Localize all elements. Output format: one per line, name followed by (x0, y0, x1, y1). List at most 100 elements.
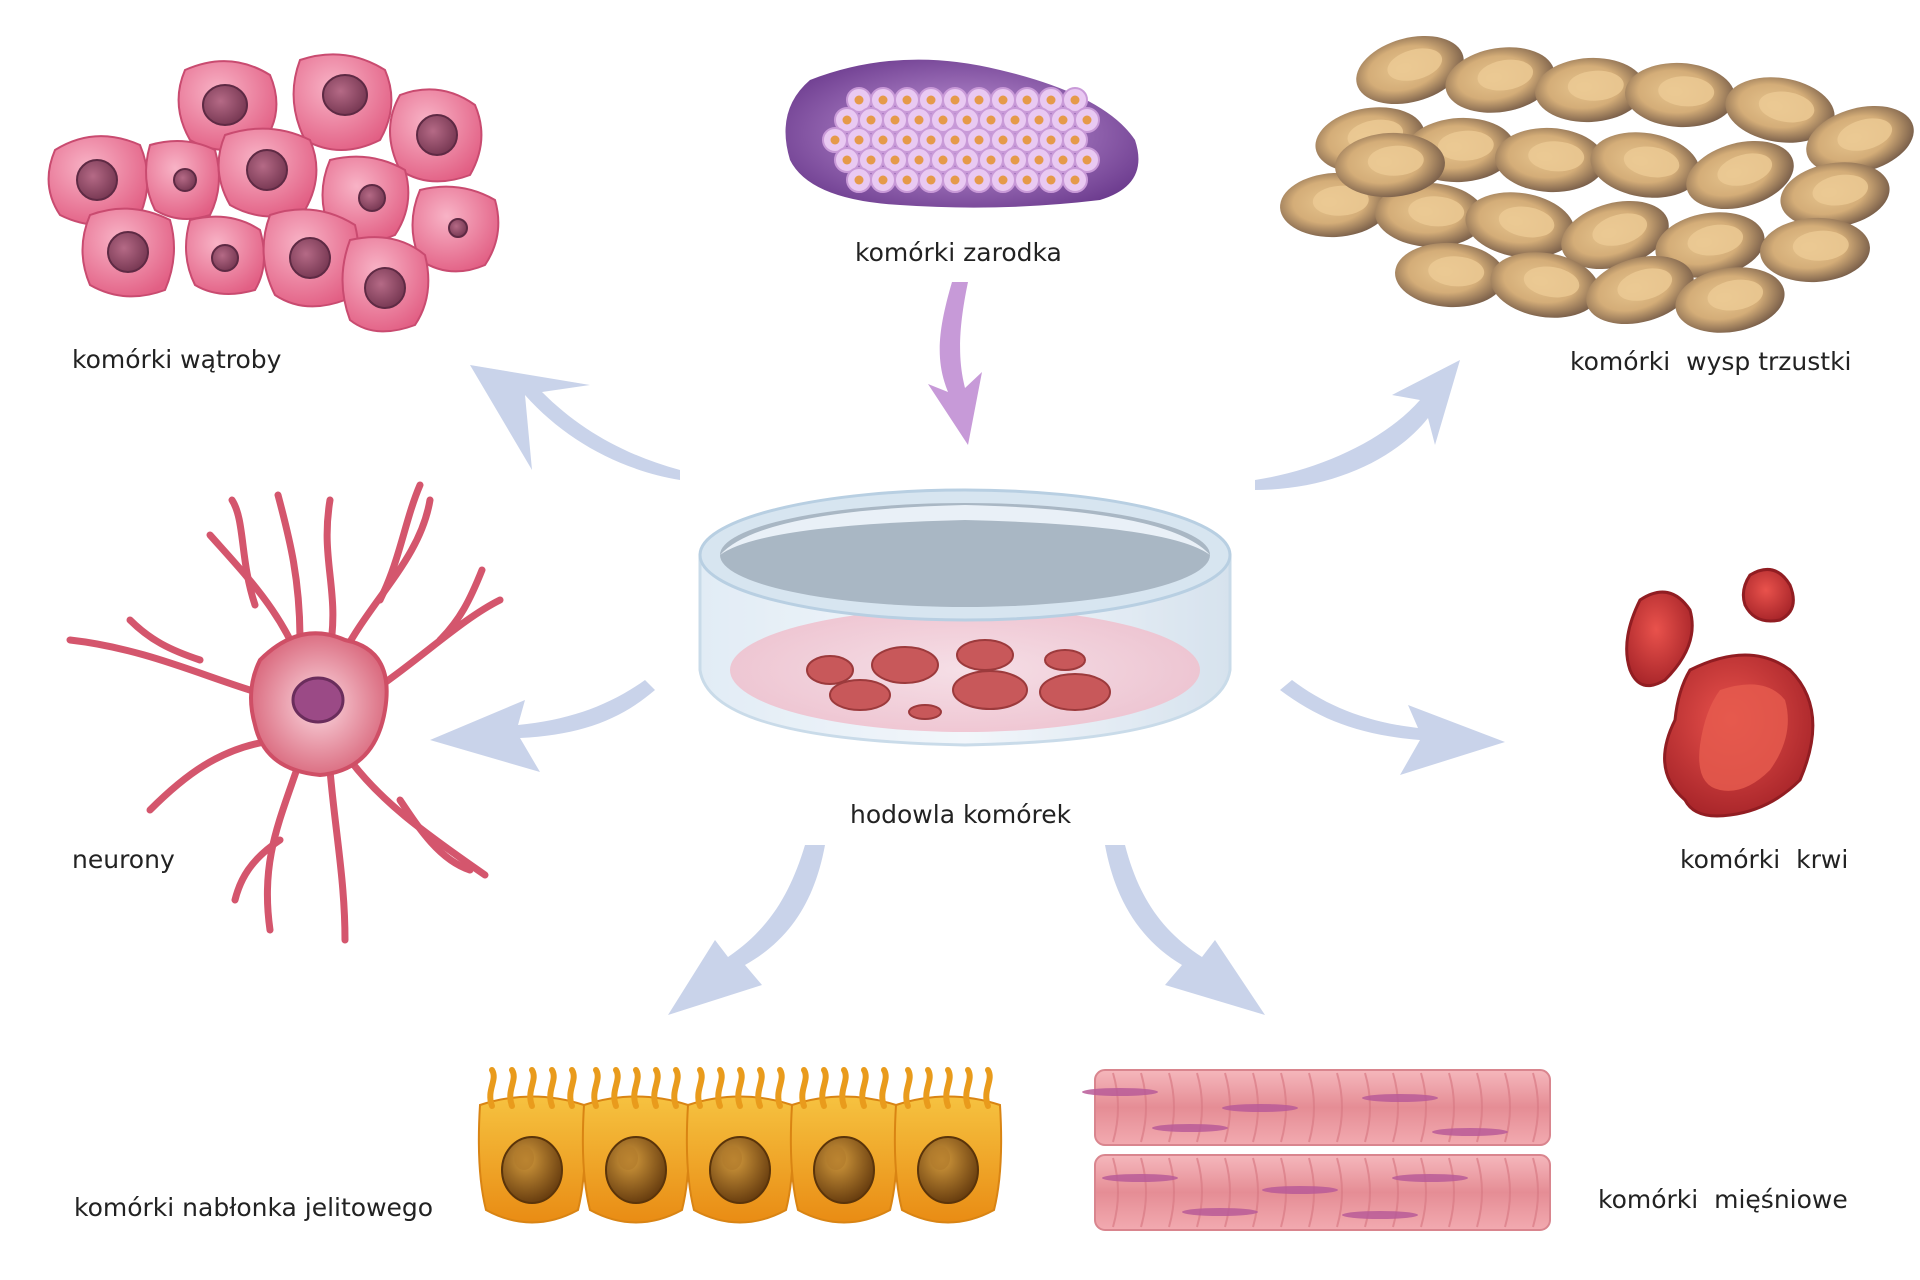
microvillus (859, 1067, 869, 1109)
microvillus (651, 1067, 661, 1109)
striation (1196, 1157, 1203, 1228)
embryo-cell-nucleus (890, 155, 900, 165)
blood-cells-illustration (1625, 567, 1815, 818)
embryo-cell-nucleus (1010, 155, 1020, 165)
embryo-cell-nucleus (1070, 135, 1080, 145)
striation (1112, 1072, 1119, 1143)
intestinal-cell-nucleus (813, 1136, 875, 1204)
striation (1392, 1157, 1399, 1228)
muscle-nucleus (1342, 1211, 1418, 1219)
microvillus (903, 1067, 913, 1109)
pancreas-cell-core (1367, 145, 1424, 176)
arrow-source-to-culture (928, 282, 982, 445)
striation (1476, 1157, 1483, 1228)
embryo-cell-nucleus (974, 95, 984, 105)
label-blood: komórki krwi (1680, 845, 1849, 874)
pancreas-cell-core (1837, 118, 1893, 151)
striation (1420, 1157, 1427, 1228)
pancreas-cell-core (1623, 146, 1680, 178)
pancreas-cell-core (1523, 266, 1580, 298)
muscle-nucleus (1432, 1128, 1508, 1136)
microvillus (611, 1067, 621, 1109)
pancreas-cell-core (1498, 206, 1555, 238)
nucleus-highlight (722, 1146, 742, 1170)
pancreas-cell-core (1408, 196, 1465, 227)
pancreas-islet-cells-illustration (1280, 35, 1914, 333)
intestinal-cell-row (477, 1067, 1003, 1224)
muscle-nucleus (1392, 1174, 1468, 1182)
muscle-fibre-bundle (1082, 1069, 1551, 1231)
striation (1364, 1157, 1371, 1228)
muscle-nucleus (1262, 1186, 1338, 1194)
embryo-cell-nucleus (938, 155, 948, 165)
cultured-cells (806, 639, 1111, 720)
embryo-cell-nucleus (938, 115, 948, 125)
striation (1448, 1157, 1455, 1228)
pancreas-cell-core (1477, 59, 1534, 91)
embryo-cell-nucleus (854, 175, 864, 185)
intestinal-cell-nucleus (501, 1136, 563, 1204)
nucleus-highlight (514, 1146, 534, 1170)
embryo-cell-nucleus (1034, 155, 1044, 165)
embryo-cell-nucleus (962, 115, 972, 125)
muscle-nucleus (1082, 1088, 1158, 1096)
microvillus (527, 1067, 537, 1109)
striation (1168, 1157, 1175, 1228)
striation (1532, 1157, 1539, 1228)
embryo-cell-nucleus (878, 135, 888, 145)
striation (1336, 1072, 1343, 1143)
embryo-cell-nucleus (1010, 115, 1020, 125)
striation (1364, 1072, 1371, 1143)
embryo-cell-nucleus (998, 175, 1008, 185)
striation (1504, 1157, 1511, 1228)
intestinal-cell-nucleus (917, 1136, 979, 1204)
striation (1448, 1072, 1455, 1143)
embryo-cell-nucleus (1022, 135, 1032, 145)
microvillus (507, 1067, 517, 1109)
embryo-cell-nucleus (998, 95, 1008, 105)
microvillus (923, 1067, 933, 1109)
arrow-to-liver (470, 365, 680, 480)
microvillus (819, 1067, 829, 1109)
microvillus (487, 1067, 497, 1109)
intestinal-epithelium-illustration (477, 1067, 1003, 1224)
microvillus (879, 1067, 889, 1109)
arrow-to-pancreas (1255, 360, 1460, 490)
muscle-nucleus (1152, 1124, 1228, 1132)
embryo-cell-nucleus (854, 95, 864, 105)
embryo-cell-nucleus (950, 135, 960, 145)
label-center: hodowla komórek (850, 800, 1072, 829)
pancreas-cell-core (1387, 48, 1443, 81)
embryo-cell-nucleus (1082, 115, 1092, 125)
striation (1420, 1072, 1427, 1143)
muscle-nucleus (1222, 1104, 1298, 1112)
striation (1504, 1072, 1511, 1143)
striation (1308, 1072, 1315, 1143)
microvillus (695, 1067, 705, 1109)
pancreas-cell-core (1717, 153, 1773, 186)
embryo-cell-nucleus (974, 135, 984, 145)
label-source: komórki zarodka (855, 238, 1062, 267)
label-muscle: komórki mięśniowe (1598, 1185, 1848, 1214)
embryo-cell-nucleus (842, 155, 852, 165)
pancreas-cell-core (1312, 185, 1369, 216)
embryo-cell-nucleus (890, 115, 900, 125)
embryo-cell-nucleus (1022, 175, 1032, 185)
embryo-cell-nucleus (998, 135, 1008, 145)
embryo-cell-nucleus (986, 115, 996, 125)
striation (1196, 1072, 1203, 1143)
nucleus-highlight (826, 1146, 846, 1170)
embryo-cell-nucleus (902, 95, 912, 105)
embryo-cell-nucleus (1070, 175, 1080, 185)
embryo-cell-nucleus (950, 175, 960, 185)
nucleus-highlight (930, 1146, 950, 1170)
muscle-nucleus (1182, 1208, 1258, 1216)
embryo-cell-nucleus (974, 175, 984, 185)
striation (1140, 1157, 1147, 1228)
embryo-cell-nucleus (926, 135, 936, 145)
microvillus (839, 1067, 849, 1109)
pancreas-cell-cluster (1280, 35, 1914, 333)
pancreas-cell-core (1617, 268, 1673, 301)
arrow-to-intestine (668, 845, 825, 1015)
pancreas-cell-core (1812, 174, 1869, 206)
